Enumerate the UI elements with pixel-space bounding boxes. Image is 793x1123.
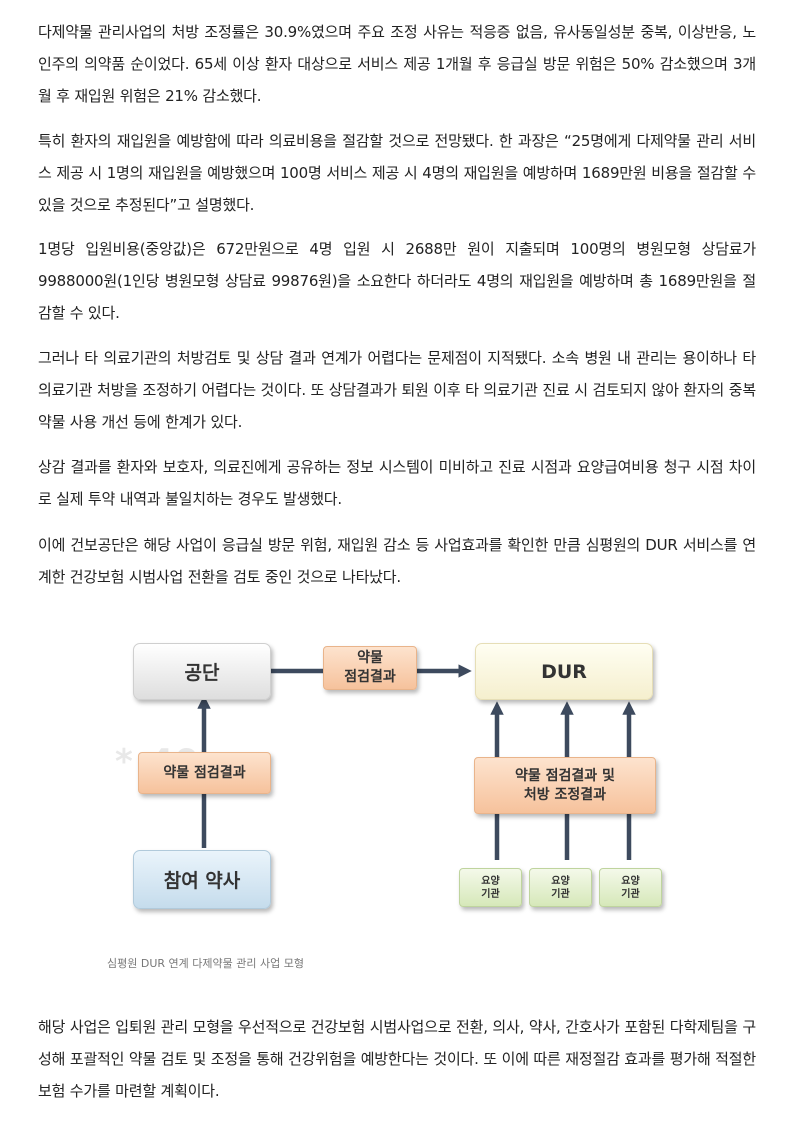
result-label-left: 약물 점검결과 <box>138 752 271 794</box>
paragraph-pilot-transition: 이에 건보공단은 해당 사업이 응급실 방문 위험, 재입원 감소 등 사업효과… <box>38 536 756 586</box>
paragraph-hospital-cost: 1명당 입원비용(중앙값)은 672만원으로 4명 입원 시 2688만 원이 … <box>38 240 756 322</box>
paragraph-info-system: 상감 결과를 환자와 보호자, 의료진에게 공유하는 정보 시스템이 미비하고 … <box>38 458 756 508</box>
result-label-top: 약물 점검결과 <box>323 646 417 690</box>
paragraph-prescription-rate: 다제약물 관리사업의 처방 조정률은 30.9%였으며 주요 조정 사유는 적응… <box>38 23 756 105</box>
dur-box: DUR <box>475 643 653 700</box>
paragraph-problems: 그러나 타 의료기관의 처방검토 및 상담 결과 연계가 어렵다는 문제점이 지… <box>38 349 756 431</box>
institution-box-1: 요양 기관 <box>459 868 522 907</box>
figure-caption: 심평원 DUR 연계 다제약물 관리 사업 모형 <box>107 957 304 970</box>
institution-box-2: 요양 기관 <box>529 868 592 907</box>
gongdan-box: 공단 <box>133 643 271 700</box>
paragraph-pilot-plan: 해당 사업은 입퇴원 관리 모형을 우선적으로 건강보험 시범사업으로 전환, … <box>38 1018 756 1100</box>
paragraph-cost-savings: 특히 환자의 재입원을 예방함에 따라 의료비용을 절감할 것으로 전망됐다. … <box>38 132 756 214</box>
institution-box-3: 요양 기관 <box>599 868 662 907</box>
result-label-right: 약물 점검결과 및 처방 조정결과 <box>474 757 656 814</box>
pharmacist-box: 참여 약사 <box>133 850 271 909</box>
